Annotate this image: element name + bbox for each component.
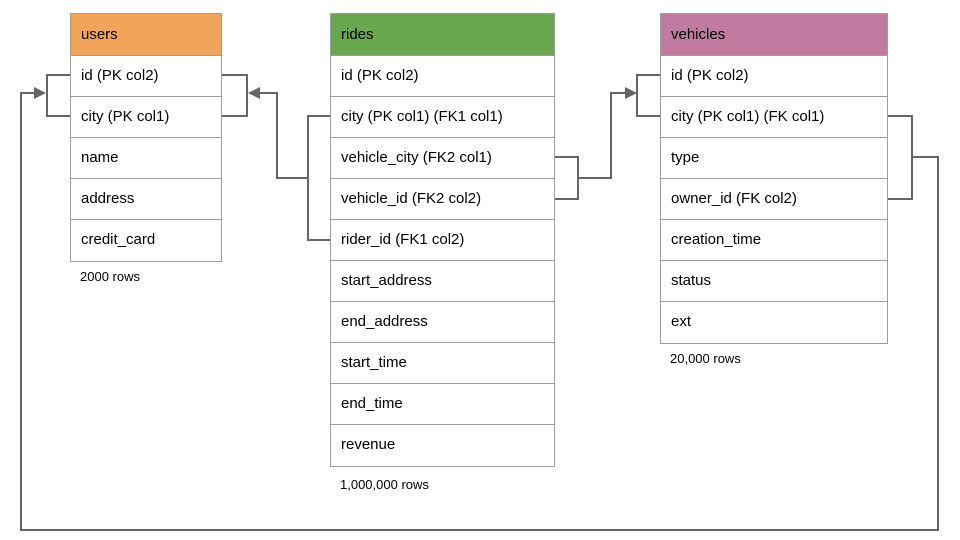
table-row: type (661, 138, 887, 179)
table-header-vehicles: vehicles (661, 14, 887, 56)
fk1-arrowhead-icon (248, 87, 260, 99)
row-count-label-users: 2000 rows (80, 269, 140, 284)
fk2-arrowhead-icon (625, 87, 637, 99)
rides-right-bracket (553, 156, 579, 200)
table-row: start_time (331, 343, 554, 384)
table-row: owner_id (FK col2) (661, 179, 887, 220)
table-row: revenue (341, 436, 396, 453)
table-row: city (PK col1) (FK col1) (661, 97, 887, 138)
rides-left-bracket (307, 115, 330, 241)
fk1-connector-line (259, 92, 308, 179)
table-rides: rides id (PK col2) city (PK col1) (FK1 c… (330, 13, 555, 467)
table-row: id (PK col2) (71, 56, 221, 97)
table-header-rides: rides (331, 14, 554, 56)
table-row: end_address (331, 302, 554, 343)
table-row: address (71, 179, 221, 220)
table-row: status (661, 261, 887, 302)
table-row: id (PK col2) (661, 56, 887, 97)
table-row: rider_id (FK1 col2) (331, 220, 554, 261)
table-vehicles: vehicles id (PK col2) city (PK col1) (FK… (660, 13, 888, 344)
row-count-label-vehicles: 20,000 rows (670, 351, 741, 366)
table-row: vehicle_city (FK2 col1) (331, 138, 554, 179)
table-row: credit_card (81, 231, 156, 248)
vehicles-right-bracket (886, 115, 913, 200)
row-count-label-rides: 1,000,000 rows (340, 477, 429, 492)
vehicles-left-bracket (636, 74, 660, 117)
table-row: ext (671, 313, 692, 330)
table-users: users id (PK col2) city (PK col1) name a… (70, 13, 222, 262)
table-row: id (PK col2) (331, 56, 554, 97)
table-row: city (PK col1) (71, 97, 221, 138)
users-left-bracket (46, 74, 70, 117)
table-row: name (71, 138, 221, 179)
table-row: end_time (331, 384, 554, 425)
users-right-bracket (220, 74, 248, 117)
table-row: start_address (331, 261, 554, 302)
table-row: city (PK col1) (FK1 col1) (331, 97, 554, 138)
fk3-arrowhead-icon (34, 87, 46, 99)
fk2-connector-line (578, 92, 626, 179)
table-row: creation_time (661, 220, 887, 261)
table-row: vehicle_id (FK2 col2) (331, 179, 554, 220)
table-header-users: users (71, 14, 221, 56)
